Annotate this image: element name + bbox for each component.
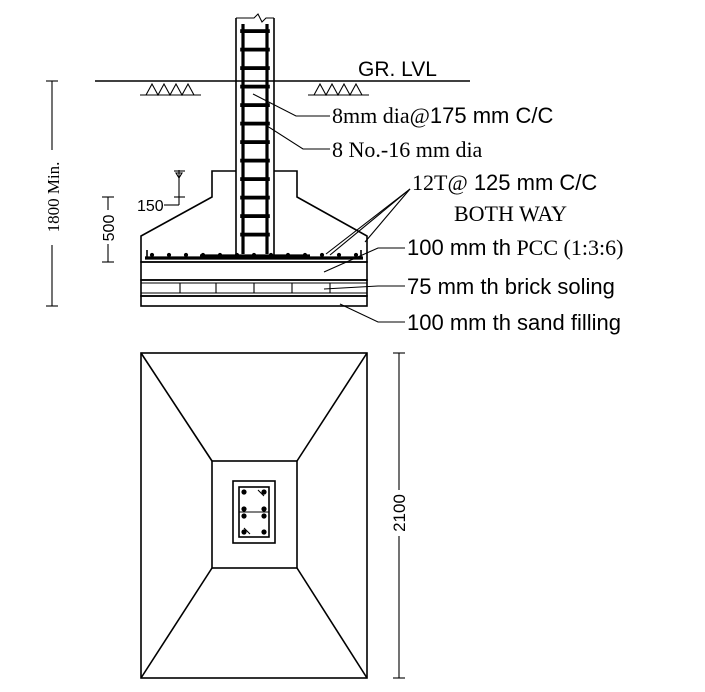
pcc-layer [140, 261, 368, 281]
stirrup [240, 103, 270, 108]
sand-filling-layer [140, 295, 368, 307]
stirrup [240, 158, 270, 163]
section-view: GR. LVL [42, 13, 623, 335]
stirrup [240, 47, 270, 52]
stirrup [240, 140, 270, 145]
sand-filling-note: 100 mm th sand filling [407, 310, 621, 335]
stirrup [240, 195, 270, 200]
mat-bar-dot [217, 252, 223, 258]
stirrup-note: 8mm dia@175 mm C/C [332, 103, 553, 128]
footing-plan-outline [140, 352, 368, 679]
ground-level-label: GR. LVL [358, 58, 437, 81]
stirrup [240, 84, 270, 89]
depth-dimension-label: 1800 Min. [44, 162, 63, 233]
column-stirrups [240, 29, 270, 237]
pcc-note: 100 mm th PCC (1:3:6) [407, 235, 623, 260]
mat-note-both-way: BOTH WAY [454, 201, 567, 226]
mat-bar-dot [149, 252, 155, 258]
step-dimension-label: 150 [137, 198, 164, 215]
mat-note: 12T@ 125 mm C/C [412, 170, 597, 195]
mat-bar-dot [285, 252, 291, 258]
footing-depth-label: 500 [101, 215, 118, 242]
mat-bar-dot [302, 252, 308, 258]
mat-bar-dot [353, 252, 359, 258]
stirrup [240, 232, 270, 237]
column-bars-plan [241, 489, 267, 535]
mat-bar-dot [319, 252, 325, 258]
mat-bar-dot [268, 252, 274, 258]
mat-bar-dot [200, 252, 206, 258]
brick-soling-note: 75 mm th brick soling [407, 274, 615, 299]
mat-bar-dot [234, 252, 240, 258]
footing-step-outline [211, 460, 298, 569]
plan-slope-lines [140, 352, 368, 679]
soil-hatch-right [308, 82, 369, 97]
step-dimension [164, 170, 185, 206]
soil-hatch-left [140, 82, 201, 97]
column-plan-outline [232, 480, 276, 544]
stirrup [240, 121, 270, 126]
stirrup [240, 29, 270, 34]
stirrup [240, 177, 270, 182]
main-bar-note: 8 No.-16 mm dia [332, 137, 483, 162]
mat-bar-dot [183, 252, 189, 258]
plan-width-label: 2100 [390, 494, 409, 532]
mat-bar-dot [251, 252, 257, 258]
stirrup [240, 66, 270, 71]
bottom-mat [145, 250, 363, 260]
mat-bar-dot [336, 252, 342, 258]
mat-bar-dot [166, 252, 172, 258]
plan-view: 2100 [140, 352, 409, 679]
leader-lines [252, 93, 411, 323]
stirrup [240, 214, 270, 219]
